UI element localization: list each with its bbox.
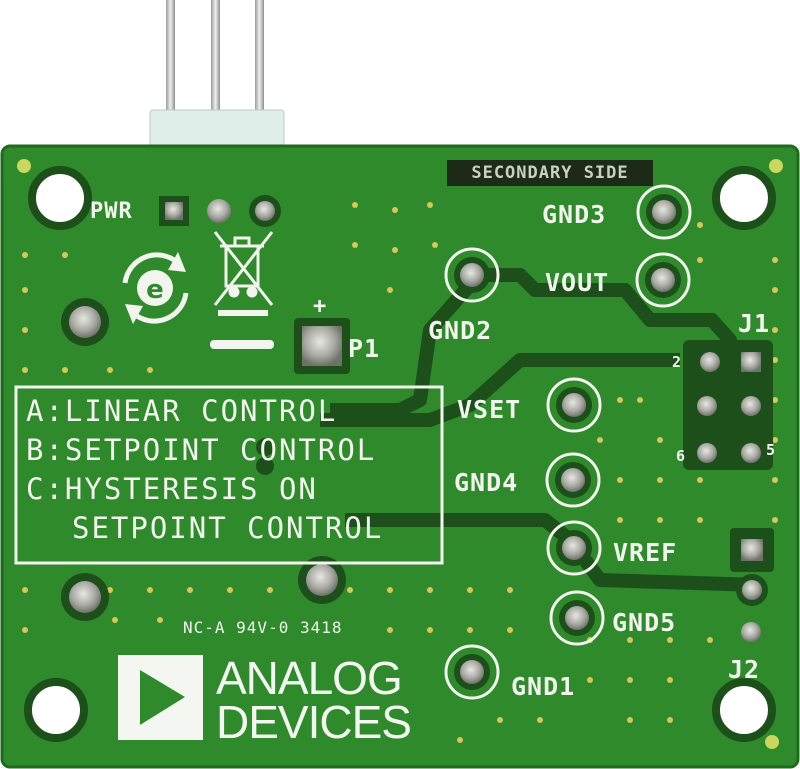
j2-header: [730, 528, 774, 642]
jumper-pads: [256, 438, 274, 475]
j1-pin2-label: 2: [672, 353, 683, 371]
pwr-label: PWR: [90, 199, 133, 224]
mounting-holes: [24, 166, 776, 742]
control-mode-box: [14, 385, 444, 565]
p1-pad: [210, 318, 350, 374]
fiducials: [17, 159, 783, 749]
j2-label: J2: [728, 655, 761, 684]
control-b-text: B:SETPOINT CONTROL: [26, 433, 377, 467]
brand-line1: ANALOG: [216, 652, 403, 704]
control-c2-text: SETPOINT CONTROL: [72, 511, 384, 545]
j1-header: [683, 340, 773, 470]
recycle-e-icon: e: [122, 252, 189, 324]
j1-label: J1: [738, 309, 771, 338]
svg-text:e: e: [146, 275, 164, 305]
j1-pin6-label: 6: [676, 447, 687, 465]
pcb-board: [2, 146, 798, 767]
vout-label: VOUT: [545, 268, 610, 297]
vset-label: VSET: [457, 395, 522, 424]
secondary-side-label: SECONDARY SIDE: [447, 160, 653, 186]
vias: [22, 202, 778, 743]
j1-pin5-label: 5: [766, 441, 777, 459]
p1-label: P1: [348, 334, 381, 363]
pin-header-connector: [149, 0, 285, 153]
weee-bin-icon: [213, 231, 274, 316]
ul-rating-label: NC-A 94V-0 3418: [183, 618, 343, 637]
gnd2-label: GND2: [428, 316, 493, 345]
gnd1-label: GND1: [511, 672, 576, 701]
gnd4-label: GND4: [454, 468, 519, 497]
analog-devices-logo: [118, 655, 203, 740]
brand-line2: DEVICES: [216, 696, 412, 748]
pwr-header-pads: [159, 195, 281, 227]
control-c1-text: C:HYSTERESIS ON: [26, 472, 318, 506]
vref-label: VREF: [613, 538, 678, 567]
plus-label: +: [313, 294, 328, 319]
control-a-text: A:LINEAR CONTROL: [26, 394, 338, 428]
gnd5-label: GND5: [612, 608, 677, 637]
standoff-pads: [61, 298, 346, 621]
gnd3-label: GND3: [542, 200, 607, 229]
test-point-pads: [444, 184, 692, 700]
